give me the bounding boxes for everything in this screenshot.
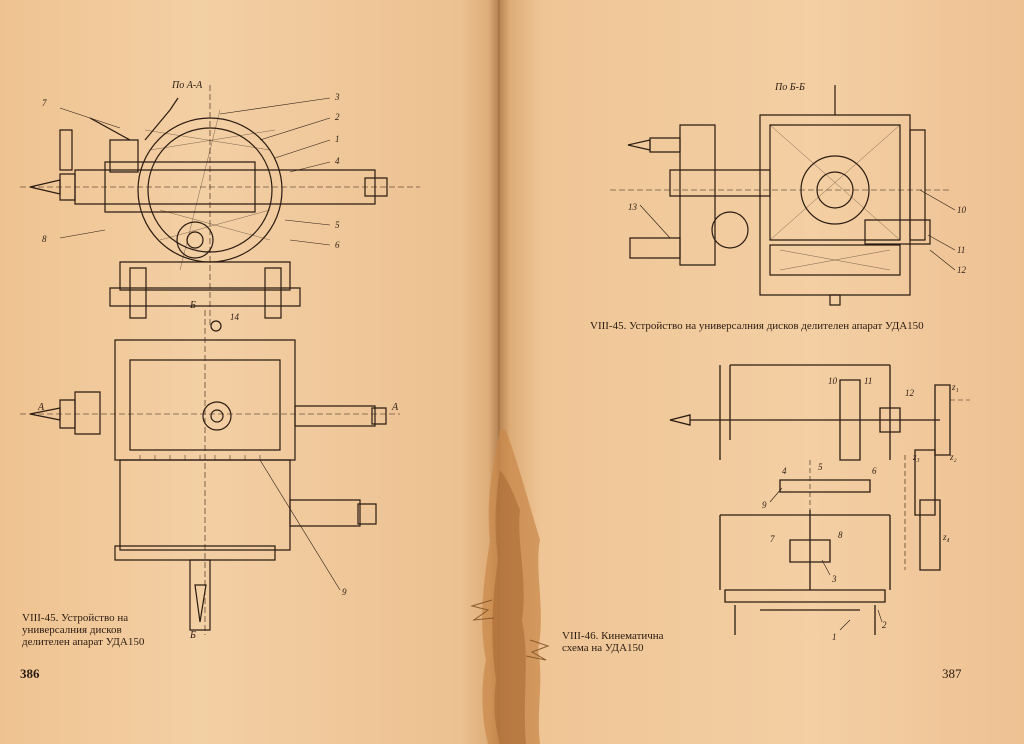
kin-label-7: 7 [770, 534, 775, 544]
book-gutter [488, 0, 510, 744]
kin-label-4: 4 [782, 466, 787, 476]
kin-label-10: 10 [828, 376, 838, 386]
right-page [500, 0, 1024, 744]
kin-label-11: 11 [864, 376, 872, 386]
callout-2: 2 [335, 112, 340, 122]
callout-12: 12 [957, 265, 967, 275]
figure-caption-left: VIII-45. Устройство на универсалния диск… [22, 612, 192, 648]
kin-label-8: 8 [838, 530, 843, 540]
kin-label-1: 1 [832, 632, 837, 642]
caption-line: VIII-45. Устройство на [22, 612, 129, 624]
page-number-right: 387 [942, 666, 962, 681]
kin-label-5: 5 [818, 462, 823, 472]
kin-label-12: 12 [905, 388, 915, 398]
kin-label-3: 3 [831, 574, 837, 584]
caption-line: схема на УДА150 [562, 642, 644, 654]
kin-label-6: 6 [872, 466, 877, 476]
callout-11: 11 [957, 245, 965, 255]
kin-label-z2: z₂ [949, 452, 957, 462]
kinematic-scheme-diagram: 10 11 12 z₁ z₂ z₃ z₄ 4 5 6 9 7 8 3 2 1 [650, 360, 980, 642]
section-mark-b-bottom: Б [189, 630, 196, 641]
section-label-a-a: По А-А [171, 80, 203, 91]
section-mark-a-right: А [391, 402, 399, 413]
left-page [0, 0, 500, 744]
callout-1: 1 [335, 134, 340, 144]
figure-caption-right-bottom: VIII-46. Кинематична схема на УДА150 [562, 630, 702, 654]
kin-label-z4: z₄ [942, 532, 950, 542]
drawing-front-view: А А Б Б 14 9 [20, 300, 420, 641]
kin-label-2: 2 [882, 620, 887, 630]
figure-caption-right-top: VIII-45. Устройство на универсалния диск… [590, 320, 924, 332]
kin-label-z1: z₁ [951, 382, 959, 392]
section-mark-b-top: Б [189, 300, 196, 311]
caption-line: универсалния дисков [22, 624, 122, 636]
caption-line: делителен апарат УДА150 [22, 636, 145, 648]
kin-label-z3: z₃ [912, 452, 920, 462]
callout-13: 13 [628, 202, 638, 212]
callout-8: 8 [42, 234, 47, 244]
callout-6: 6 [335, 240, 340, 250]
callout-9: 9 [342, 587, 347, 597]
callout-7: 7 [42, 98, 47, 108]
callout-3: 3 [334, 92, 340, 102]
page-number-left: 386 [20, 666, 40, 681]
drawing-section-a-a: По А-А 7 3 2 1 4 8 5 6 [20, 80, 420, 330]
callout-10: 10 [957, 205, 967, 215]
caption-line: VIII-46. Кинематична [562, 630, 664, 642]
callout-5: 5 [335, 220, 340, 230]
view-label-14: 14 [230, 312, 240, 322]
section-label-b-b: По Б-Б [774, 82, 805, 93]
kin-label-9: 9 [762, 500, 767, 510]
drawing-section-b-b: По Б-Б 13 10 11 12 [610, 82, 967, 310]
callout-4: 4 [335, 156, 340, 166]
section-mark-a-left: А [37, 402, 45, 413]
